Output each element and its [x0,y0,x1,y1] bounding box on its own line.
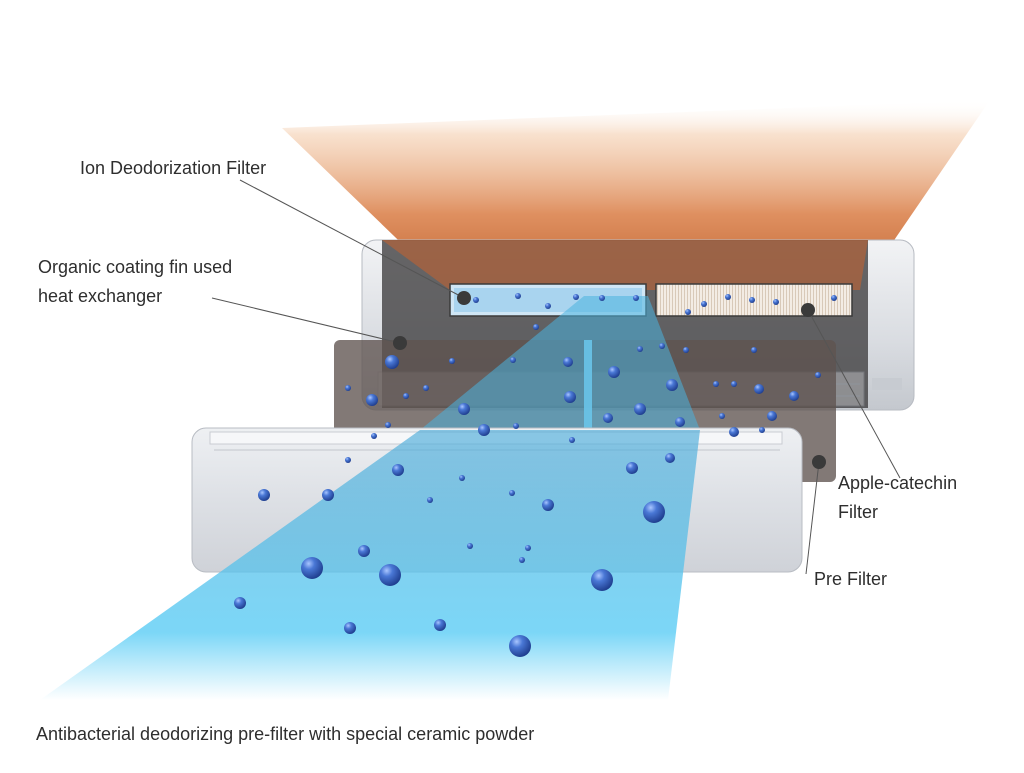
ion-particle [701,301,707,307]
ion-particle [666,379,678,391]
ion-particle [634,403,646,415]
ion-particle [749,297,755,303]
ion-particle [831,295,837,301]
ion-particle [573,294,579,300]
ion-particle [759,427,765,433]
label-pre-filter: Pre Filter [814,569,888,589]
ion-particle [815,372,821,378]
marker-fin [393,336,407,350]
ion-particle [719,413,725,419]
ion-particle [385,422,391,428]
ion-particle [729,427,739,437]
ion-particle [773,299,779,305]
ion-particle [563,357,573,367]
ion-particle [345,385,351,391]
ion-particle [675,417,685,427]
leader-line-apple-catechin [807,309,901,479]
cool-air-stream [40,430,700,700]
label-apple-catechin-line2: Filter [838,502,878,522]
ion-particle [345,457,351,463]
ion-particle [258,489,270,501]
ion-particle [371,433,377,439]
ion-particle [659,343,665,349]
ion-particle [434,619,446,631]
leader-line-ion-filter [239,179,465,299]
ion-particle [301,557,323,579]
ion-particle [713,381,719,387]
ion-particle [449,358,455,364]
ion-particle [665,453,675,463]
marker-ion-filter [457,291,471,305]
ion-particle [473,297,479,303]
ion-particle [459,475,465,481]
ion-particle [403,393,409,399]
ion-particle [542,499,554,511]
ion-particle [599,295,605,301]
ion-particle [525,545,531,551]
ion-particle [458,403,470,415]
marker-apple-catechin [801,303,815,317]
cool-air-beam-upper [420,296,700,430]
ion-particle [533,324,539,330]
ion-particle [234,597,246,609]
ion-particle [626,462,638,474]
label-ion-deodorization-filter: Ion Deodorization Filter [80,158,267,178]
ion-particle [385,355,399,369]
ion-particle [683,347,689,353]
leader-line-fin [211,297,401,344]
ion-particle [478,424,490,436]
warm-air-overlay [382,240,868,290]
ion-particle [725,294,731,300]
ion-particle [569,437,575,443]
ion-particle [515,293,521,299]
ion-particle [643,501,665,523]
ion-particle [510,357,516,363]
ion-particle [358,545,370,557]
ion-particle [545,303,551,309]
ion-particle [513,423,519,429]
ion-particle [633,295,639,301]
ion-particle [366,394,378,406]
ion-particle [423,385,429,391]
ion-particle [322,489,334,501]
ion-particle [603,413,613,423]
ion-particle [731,381,737,387]
ion-particle [564,391,576,403]
ion-particles [234,293,837,657]
ion-particle [467,543,473,549]
ion-particle [427,497,433,503]
ion-particle [637,346,643,352]
ion-particle [754,384,764,394]
label-apple-catechin-line1: Apple-catechin [838,473,958,493]
leader-lines [211,179,901,575]
ion-particle [751,347,757,353]
caption: Antibacterial deodorizing pre-filter wit… [36,724,535,744]
ion-particle [789,391,799,401]
ion-particle [344,622,356,634]
label-fin-line2: heat exchanger [38,286,163,306]
label-fin-line1: Organic coating fin used [38,257,233,277]
ion-particle [509,490,515,496]
ion-particle [379,564,401,586]
ion-particle [519,557,525,563]
ion-particle [591,569,613,591]
callout-markers [393,291,826,469]
leader-line-pre-filter [805,461,820,575]
ion-particle [392,464,404,476]
ion-particle [509,635,531,657]
ion-particle [608,366,620,378]
marker-pre-filter [812,455,826,469]
ion-particle [767,411,777,421]
ion-particle [685,309,691,315]
